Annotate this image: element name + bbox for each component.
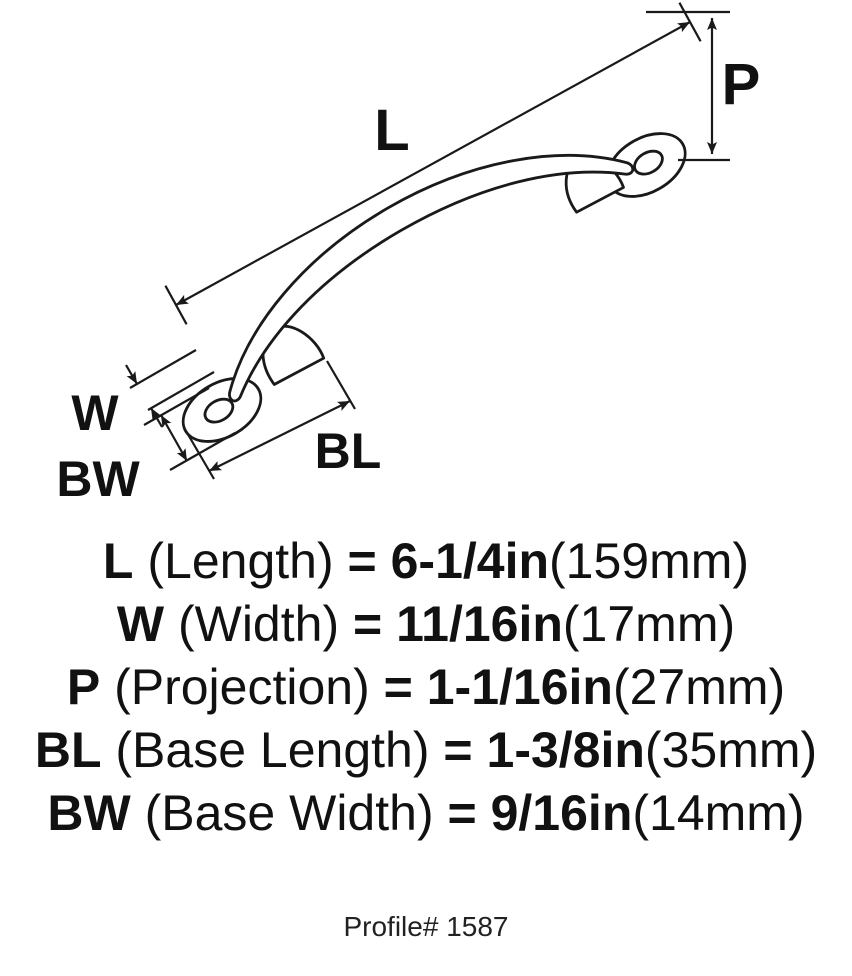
width-ext-line-2 bbox=[147, 371, 215, 411]
base-length-ext-line-2 bbox=[326, 360, 356, 410]
spec-value: 9/16in bbox=[490, 785, 633, 841]
spec-abbr: L bbox=[102, 533, 134, 589]
spec-equals: = bbox=[447, 785, 477, 841]
length-label: L bbox=[374, 98, 409, 163]
base-length-label: BL bbox=[315, 423, 382, 479]
spec-abbr: W bbox=[116, 596, 165, 652]
dimension-drawing: L P W BW BL bbox=[56, 2, 761, 507]
projection-label: P bbox=[722, 52, 761, 117]
spec-value: 1-3/8in bbox=[486, 722, 645, 778]
length-tick-left bbox=[164, 285, 188, 325]
spec-term: (Projection) bbox=[114, 659, 370, 715]
base-width-label: BW bbox=[56, 451, 140, 507]
spec-row-base-length: BL (Base Length) = 1-3/8in(35mm) bbox=[0, 719, 852, 782]
width-ext-line-1 bbox=[129, 349, 197, 389]
handle-rotated-group bbox=[181, 132, 687, 443]
handle-drawing bbox=[181, 132, 687, 443]
spec-equals: = bbox=[443, 722, 473, 778]
spec-value: 11/16in bbox=[396, 596, 563, 652]
spec-row-length: L (Length) = 6-1/4in(159mm) bbox=[0, 530, 852, 593]
dimension-lines bbox=[125, 2, 730, 480]
spec-metric: (27mm) bbox=[612, 659, 786, 715]
length-dimension-line bbox=[175, 21, 691, 306]
handle-arm bbox=[228, 154, 635, 403]
profile-number: Profile# 1587 bbox=[343, 911, 509, 942]
spec-row-base-width: BW (Base Width) = 9/16in(14mm) bbox=[0, 782, 852, 845]
spec-list: L (Length) = 6-1/4in(159mm) W (Width) = … bbox=[0, 530, 852, 845]
spec-term: (Base Length) bbox=[115, 722, 430, 778]
spec-value: 1-1/16in bbox=[426, 659, 613, 715]
spec-metric: (14mm) bbox=[632, 785, 805, 841]
length-tick-right bbox=[678, 2, 702, 42]
spec-term: (Base Width) bbox=[144, 785, 434, 841]
spec-metric: (17mm) bbox=[562, 596, 736, 652]
spec-abbr: BL bbox=[34, 722, 102, 778]
spec-value: 6-1/4in bbox=[390, 533, 550, 589]
spec-metric: (35mm) bbox=[644, 722, 818, 778]
spec-row-projection: P (Projection) = 1-1/16in(27mm) bbox=[0, 656, 852, 719]
base-width-dimension-line bbox=[160, 414, 188, 462]
spec-metric: (159mm) bbox=[549, 533, 750, 589]
spec-equals: = bbox=[383, 659, 413, 715]
width-arrow-upper bbox=[125, 364, 138, 385]
spec-term: (Width) bbox=[177, 596, 340, 652]
width-label: W bbox=[71, 385, 119, 441]
base-length-dimension-line bbox=[208, 400, 351, 472]
spec-abbr: P bbox=[66, 659, 101, 715]
spec-equals: = bbox=[347, 533, 377, 589]
spec-equals: = bbox=[353, 596, 383, 652]
handle-dimension-svg: L P W BW BL bbox=[56, 2, 761, 507]
spec-term: (Length) bbox=[147, 533, 334, 589]
spec-abbr: BW bbox=[47, 785, 131, 841]
base-width-ext-line-1 bbox=[143, 387, 210, 426]
spec-row-width: W (Width) = 11/16in(17mm) bbox=[0, 593, 852, 656]
